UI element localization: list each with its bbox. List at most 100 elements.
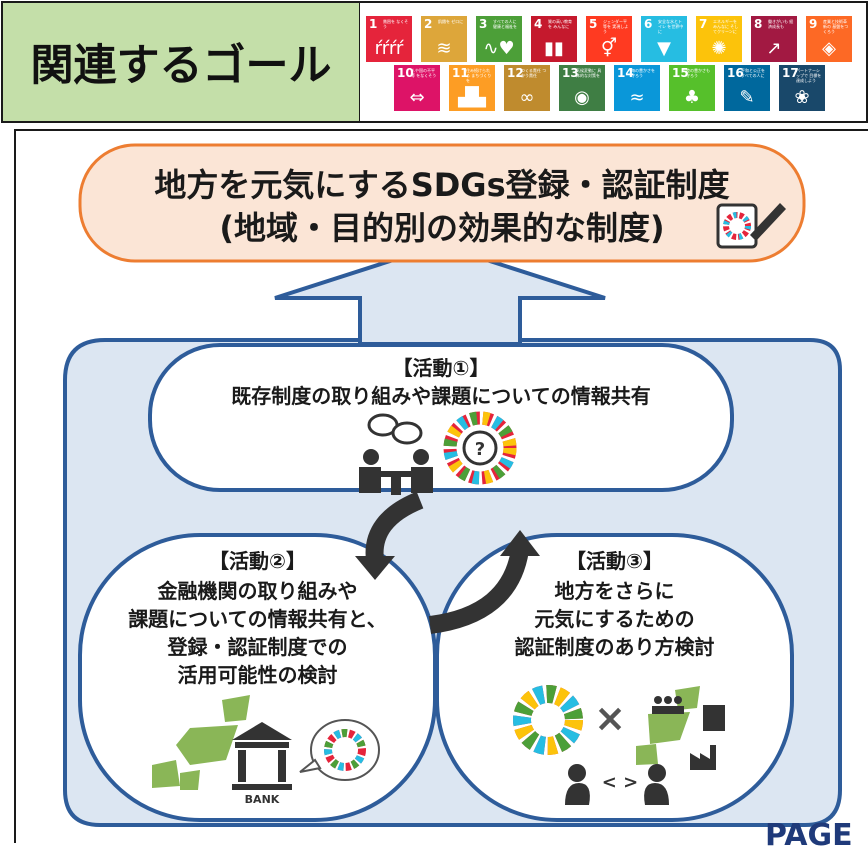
sdg-number: 10 (397, 66, 414, 80)
activity1-box (148, 343, 734, 492)
activity2-line-1: 金融機関の取り組みや (157, 579, 358, 603)
sdg-number: 9 (809, 17, 818, 31)
activity3-line-3: 認証制度のあり方検討 (514, 635, 715, 659)
sdg-glyph-icon: ❀ (794, 87, 810, 108)
sdg-number: 14 (617, 66, 634, 80)
sdg-6-icon: 6 安全な水とトイレ を世界中に ▼ (641, 16, 687, 62)
sdg-question-wheel-icon: ? (443, 411, 517, 485)
cycle-arrow-up-head (500, 530, 540, 556)
sdg-number: 12 (507, 66, 524, 80)
cycle-arrow-down-head (355, 556, 395, 580)
certificate-pen-icon (716, 203, 786, 249)
sdg-title: 飢餓を ゼロに (438, 19, 464, 24)
goal-system-title: 地方を元気にするSDGs登録・認証制度 (154, 166, 730, 204)
activity3-title: 【活動③】 (566, 549, 663, 573)
cycle-arrow-down (365, 491, 424, 562)
sdg-title: 気候変動に 具体的な対策を (576, 68, 602, 78)
sdg-number: 8 (754, 17, 763, 31)
sdg-title: すべての人に 健康と福祉を (493, 19, 517, 29)
sdg-number: 17 (782, 66, 799, 80)
sdg-wheel-icon-right (513, 685, 583, 755)
sdg-number: 13 (562, 66, 579, 80)
sdg-glyph-icon: ≈ (629, 87, 645, 108)
building-icon (703, 705, 725, 731)
activity3-line-1: 地方をさらに (554, 579, 675, 603)
sdg-9-icon: 9 産業と技術革新の 基盤をつくろう ◈ (806, 16, 852, 62)
goal-system-box (78, 143, 806, 263)
activity1-body: 既存制度の取り組みや課題についての情報共有 (231, 384, 651, 408)
sdg-glyph-icon: ♣ (683, 87, 701, 108)
sdg-glyph-icon: ∞ (519, 87, 535, 108)
sdg-glyph-icon: ✎ (739, 87, 755, 108)
sdg-number: 1 (369, 17, 378, 31)
sdg-number: 6 (644, 17, 653, 31)
sdg-glyph-icon: ▼ (657, 38, 671, 59)
bank-label: BANK (244, 793, 280, 806)
sdg-number: 3 (479, 17, 488, 31)
people-group-icon (652, 696, 684, 714)
activity2-line-3: 登録・認証制度での (167, 635, 348, 659)
sdg-number: 5 (589, 17, 598, 31)
sdg-glyph-icon: ⇔ (409, 87, 425, 108)
sdg-glyph-icon: ◉ (574, 87, 590, 108)
sdg-title: 人や国の不平等 をなくそう (411, 68, 437, 78)
sdg-3-icon: 3 すべての人に 健康と福祉を ∿♥ (476, 16, 522, 62)
japan-map-icon-left (152, 695, 250, 790)
sdg-glyph-icon: ✺ (711, 38, 727, 59)
sdg-glyph-icon: ◈ (822, 38, 836, 59)
sdg-1-icon: 1 貧困を なくそう ŕŕŕŕ (366, 16, 412, 62)
sdg-glyph-icon: ▮▮ (544, 38, 564, 59)
bank-icon (232, 722, 292, 790)
sdg-title: 貧困を なくそう (383, 19, 409, 29)
sdg-number: 7 (699, 17, 708, 31)
sdg-glyph-icon: ▟▙ (458, 87, 486, 108)
sdg-title: 海の豊かさを 守ろう (631, 68, 655, 78)
meeting-people-icon (359, 413, 433, 495)
sdg-number: 11 (452, 66, 469, 80)
sdg-glyph-icon: ŕŕŕŕ (374, 38, 404, 59)
page-label: PAGE (765, 818, 853, 853)
sdg-number: 15 (672, 66, 689, 80)
sdg-title: つくる責任 つかう責任 (521, 68, 547, 78)
japan-map-icon-right (636, 686, 700, 765)
sdg-glyph-icon: ∿♥ (483, 38, 515, 59)
factory-icon (690, 745, 716, 770)
sdg-glyph-icon: ⚥ (600, 38, 618, 59)
dialogue-people-icon (565, 764, 669, 805)
bank-yen-symbol: ¥ (254, 753, 270, 778)
sdg-title: 安全な水とトイレ を世界中に (658, 19, 684, 34)
sdg-title: パートナーシップで 目標を達成しよう (796, 68, 822, 83)
sdg-title: 質の高い教育を みんなに (548, 19, 572, 29)
sdg-title: 産業と技術革新の 基盤をつくろう (823, 19, 849, 34)
sdg-7-icon: 7 エネルギーをみんなに そしてクリーンに ✺ (696, 16, 742, 62)
goal-system-subtitle: (地域・目的別の効果的な制度) (219, 209, 665, 247)
related-goals-label: 関連するゴール (1, 1, 361, 123)
activity3-line-2: 元気にするための (534, 607, 695, 631)
sdg-title: 働きがいも 経済成長も (768, 19, 794, 29)
sdg-glyph-icon: ≋ (436, 38, 452, 59)
sdg-title: 平和と公正を すべての人に (741, 68, 765, 78)
cycle-arrow-up (428, 548, 529, 634)
activity2-line-4: 活用可能性の検討 (177, 663, 338, 687)
sdg-title: 住み続けられる まちづくりを (466, 68, 492, 83)
activity3-box (435, 533, 794, 822)
sdg-title: エネルギーをみんなに そしてクリーンに (713, 19, 739, 34)
activity2-title: 【活動②】 (209, 549, 306, 573)
sdg-wheel-bubble-icon (299, 719, 380, 781)
sdg-number: 16 (727, 66, 744, 80)
